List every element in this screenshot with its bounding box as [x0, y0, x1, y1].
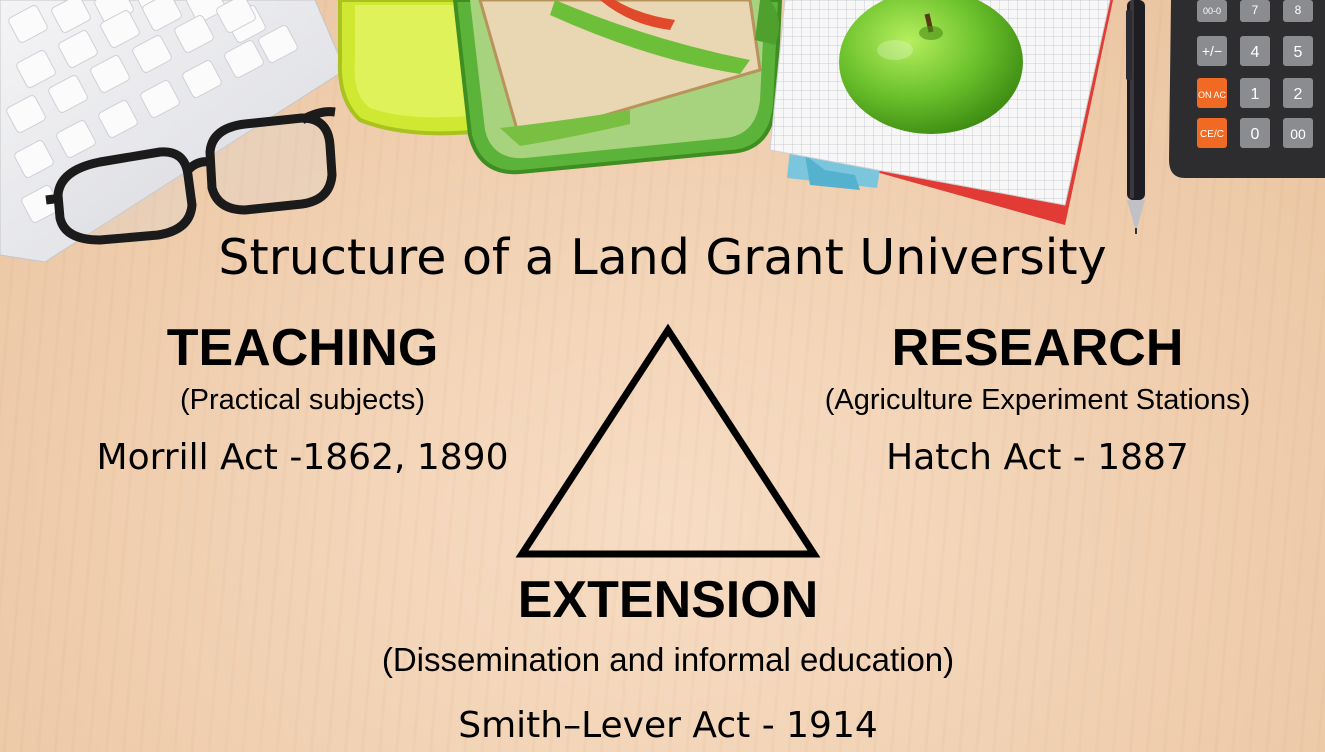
calc-key-label: 5: [1294, 44, 1303, 61]
teaching-subtitle: (Practical subjects): [180, 384, 425, 416]
calc-key-label: 00: [1290, 126, 1306, 142]
extension-heading: EXTENSION: [517, 571, 819, 629]
research-act: Hatch Act - 1887: [886, 437, 1189, 478]
calc-key-label: 4: [1251, 44, 1260, 61]
research-heading: RESEARCH: [891, 319, 1184, 377]
triangle-shape: [512, 320, 824, 562]
eyeglasses-image: [40, 100, 340, 250]
extension-act: Smith–Lever Act - 1914: [458, 705, 878, 746]
teaching-heading: TEACHING: [166, 319, 439, 377]
pen-image: [1115, 0, 1155, 235]
teaching-act: Morrill Act -1862, 1890: [96, 437, 509, 478]
extension-subtitle: (Dissemination and informal education): [381, 641, 955, 678]
calc-key-label: 00-0: [1203, 6, 1221, 16]
green-apple-image: [835, 0, 1030, 135]
keyboard-image: [0, 0, 346, 263]
calc-key-label: 2: [1294, 86, 1303, 103]
calc-key-label: +/−: [1202, 43, 1222, 59]
lunchbox-image: [330, 0, 790, 178]
calc-key-label: 0: [1251, 126, 1260, 143]
research-subtitle: (Agriculture Experiment Stations): [824, 384, 1251, 416]
calc-key-label: 8: [1295, 3, 1302, 17]
calc-key-label: ON AC: [1198, 90, 1227, 100]
calc-key-label: 1: [1251, 86, 1260, 103]
calc-key-label: 7: [1252, 3, 1259, 17]
calculator-image: 00-0 7 8 +/− 4 5 ON AC 1 2 CE/C 0 00: [1165, 0, 1325, 178]
slide-title: Structure of a Land Grant University: [218, 229, 1107, 286]
calc-key-label: CE/C: [1200, 129, 1224, 140]
